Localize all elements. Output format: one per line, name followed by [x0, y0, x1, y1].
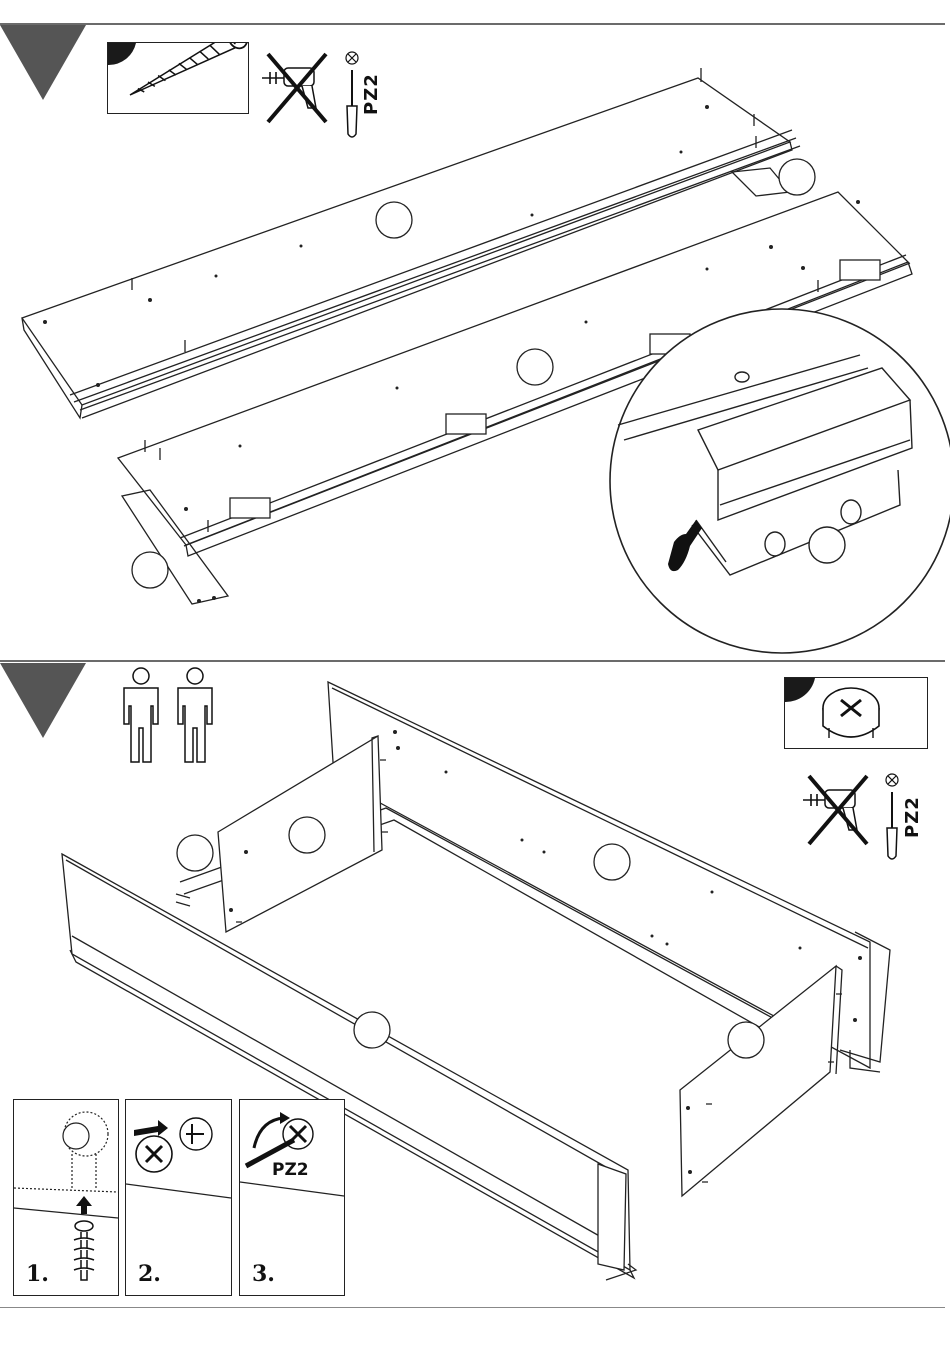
detail-tool-label: PZ2: [272, 1160, 309, 1180]
step-1-panel-drawing: [0, 0, 950, 640]
detail-number-3: 3.: [252, 1261, 275, 1287]
detail-panel-2: 2.: [125, 1099, 232, 1296]
page-bottom-rule: [0, 1307, 945, 1308]
detail-panel-1: 1.: [13, 1099, 119, 1296]
detail-number-2: 2.: [138, 1261, 161, 1287]
finger-press-icon: [666, 516, 706, 576]
detail-panel-3: PZ2 3.: [239, 1099, 345, 1296]
detail-number-1: 1.: [26, 1261, 49, 1287]
